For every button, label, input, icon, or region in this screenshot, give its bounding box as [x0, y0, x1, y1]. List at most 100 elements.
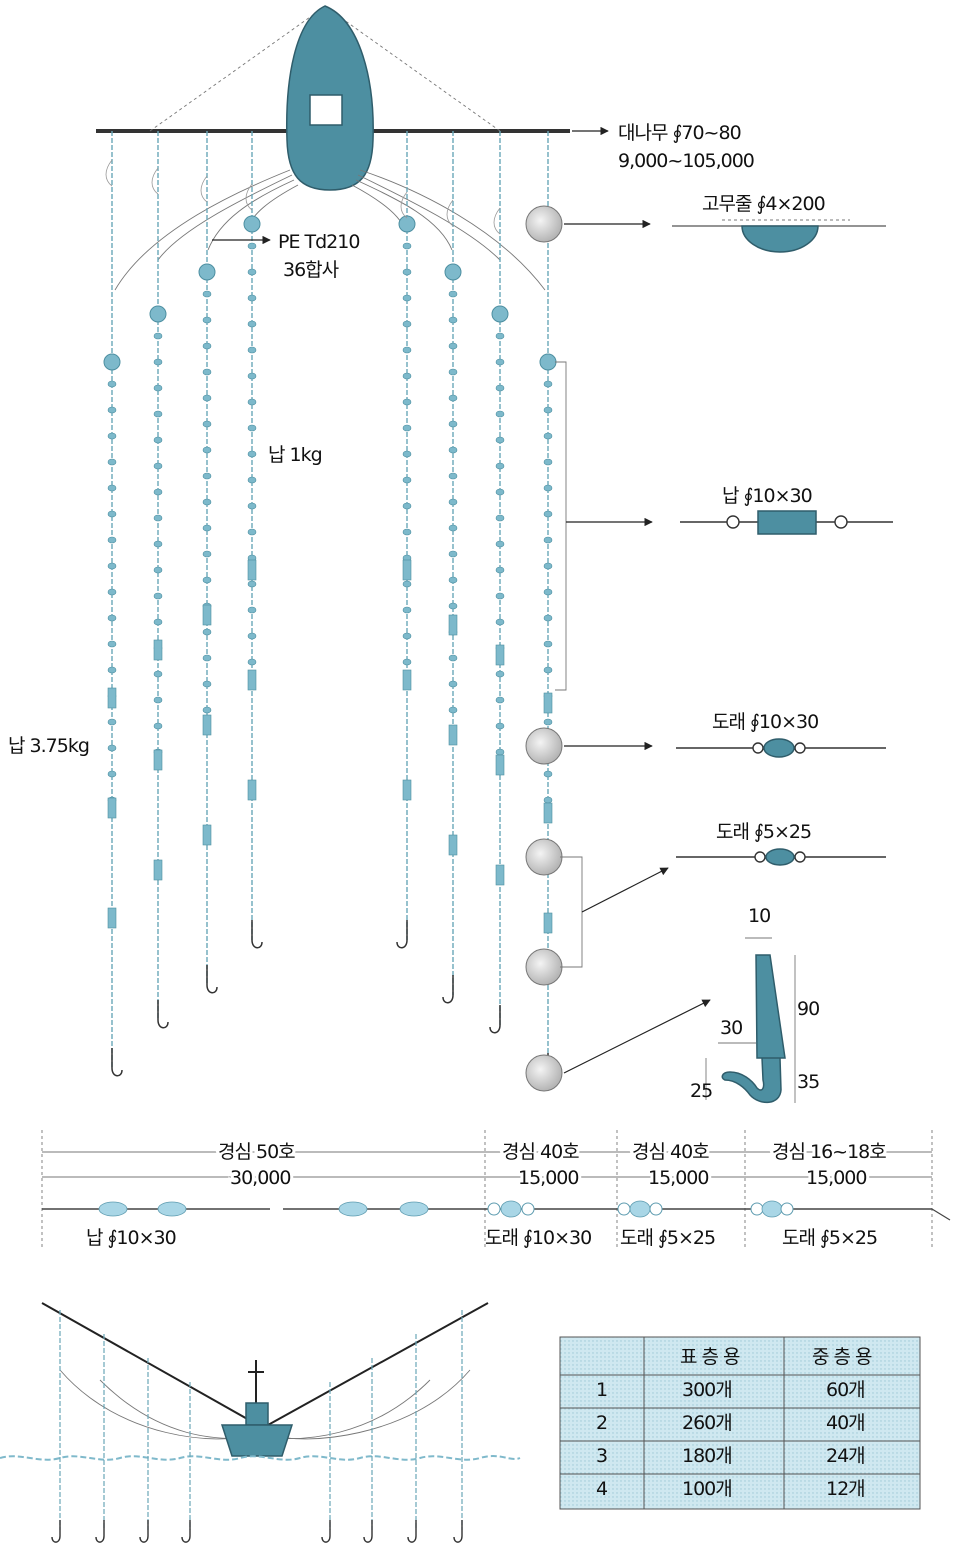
segment-4-length: 15,000 [806, 1167, 866, 1189]
sinker [247, 559, 257, 581]
bead [202, 368, 212, 376]
hook-width-label: 10 [748, 905, 770, 927]
hook-icon [442, 975, 454, 1004]
bead [402, 580, 412, 588]
bead [107, 718, 117, 726]
hook-gap-label: 25 [690, 1080, 712, 1102]
bead [202, 628, 212, 636]
bead [402, 242, 412, 250]
bead [247, 658, 257, 666]
branch-line [537, 131, 557, 1082]
pe-line-label: PE Td210 [278, 231, 359, 253]
table-cell: 2 [596, 1412, 607, 1434]
table-cell: 60개 [826, 1379, 865, 1401]
hook-icon [251, 920, 263, 949]
hook-icon [139, 1520, 149, 1543]
bead [448, 420, 458, 428]
bead [402, 502, 412, 510]
bead [202, 550, 212, 558]
hook-icon [51, 1520, 61, 1543]
table-cell: 3 [596, 1445, 607, 1467]
bead [202, 446, 212, 454]
bead [153, 410, 163, 418]
bead [495, 436, 505, 444]
branch-float [198, 263, 216, 281]
bead [153, 618, 163, 626]
hook-icon [489, 1005, 501, 1034]
bead [543, 432, 553, 440]
sinker [495, 864, 505, 886]
hook-icon [407, 1520, 417, 1543]
bead [448, 524, 458, 532]
bead [402, 476, 412, 484]
branch-float [398, 215, 416, 233]
bead [448, 680, 458, 688]
bead [495, 462, 505, 470]
segment-1-length: 30,000 [230, 1167, 290, 1189]
branch-line [489, 131, 509, 1034]
bamboo-label: 대나무 ∮70~80 [618, 122, 741, 144]
bead [153, 488, 163, 496]
rubber-label: 고무줄 ∮4×200 [702, 193, 825, 215]
hook-bend-label: 35 [797, 1071, 819, 1093]
bead [202, 394, 212, 402]
bead [153, 670, 163, 678]
rubber-float-detail [741, 225, 819, 253]
table-header-midwater: 중 층 용 [812, 1346, 872, 1368]
bead [495, 696, 505, 704]
sinker [543, 912, 553, 934]
hook-icon [157, 1000, 169, 1029]
bead [202, 316, 212, 324]
branch-line [442, 131, 462, 1004]
bead [247, 476, 257, 484]
boat-branch [453, 1310, 463, 1543]
boat-branch [363, 1358, 373, 1543]
sinker [247, 779, 257, 801]
count-table [559, 1336, 921, 1510]
bead [202, 706, 212, 714]
branch-lines [103, 131, 557, 1082]
sinker [402, 669, 412, 691]
bead [107, 588, 117, 596]
bead [448, 706, 458, 714]
branch-float [444, 263, 462, 281]
boat-branch [407, 1334, 417, 1543]
bead [448, 472, 458, 480]
segment-1-name: 경심 50호 [218, 1141, 295, 1163]
bead [448, 498, 458, 506]
bead [448, 576, 458, 584]
table-cell: 300개 [682, 1379, 732, 1401]
lead-sinker-detail [757, 510, 817, 535]
bead [495, 514, 505, 522]
hook-icon [396, 920, 408, 949]
bead [247, 528, 257, 536]
bead [202, 654, 212, 662]
boat-branch [181, 1382, 191, 1543]
main-swivel-3-label: 도래 ∮5×25 [782, 1227, 877, 1249]
bead [153, 384, 163, 392]
hook-icon [363, 1520, 373, 1543]
bead [107, 510, 117, 518]
table-cell: 40개 [826, 1412, 865, 1434]
bead [107, 380, 117, 388]
hook-detail [721, 954, 786, 1103]
bead [448, 550, 458, 558]
main-line [42, 1200, 951, 1221]
sinker [448, 614, 458, 636]
bead [153, 566, 163, 574]
segment-3-name: 경심 40호 [632, 1141, 709, 1163]
bead [448, 342, 458, 350]
bead [402, 632, 412, 640]
bead [247, 632, 257, 640]
bead [247, 268, 257, 276]
sinker [402, 559, 412, 581]
bead [543, 380, 553, 388]
bead [247, 502, 257, 510]
sinker [107, 907, 117, 929]
bead [247, 450, 257, 458]
bead [107, 562, 117, 570]
bead [495, 332, 505, 340]
sinker [153, 639, 163, 661]
hook-icon [321, 1520, 331, 1543]
bead [402, 372, 412, 380]
